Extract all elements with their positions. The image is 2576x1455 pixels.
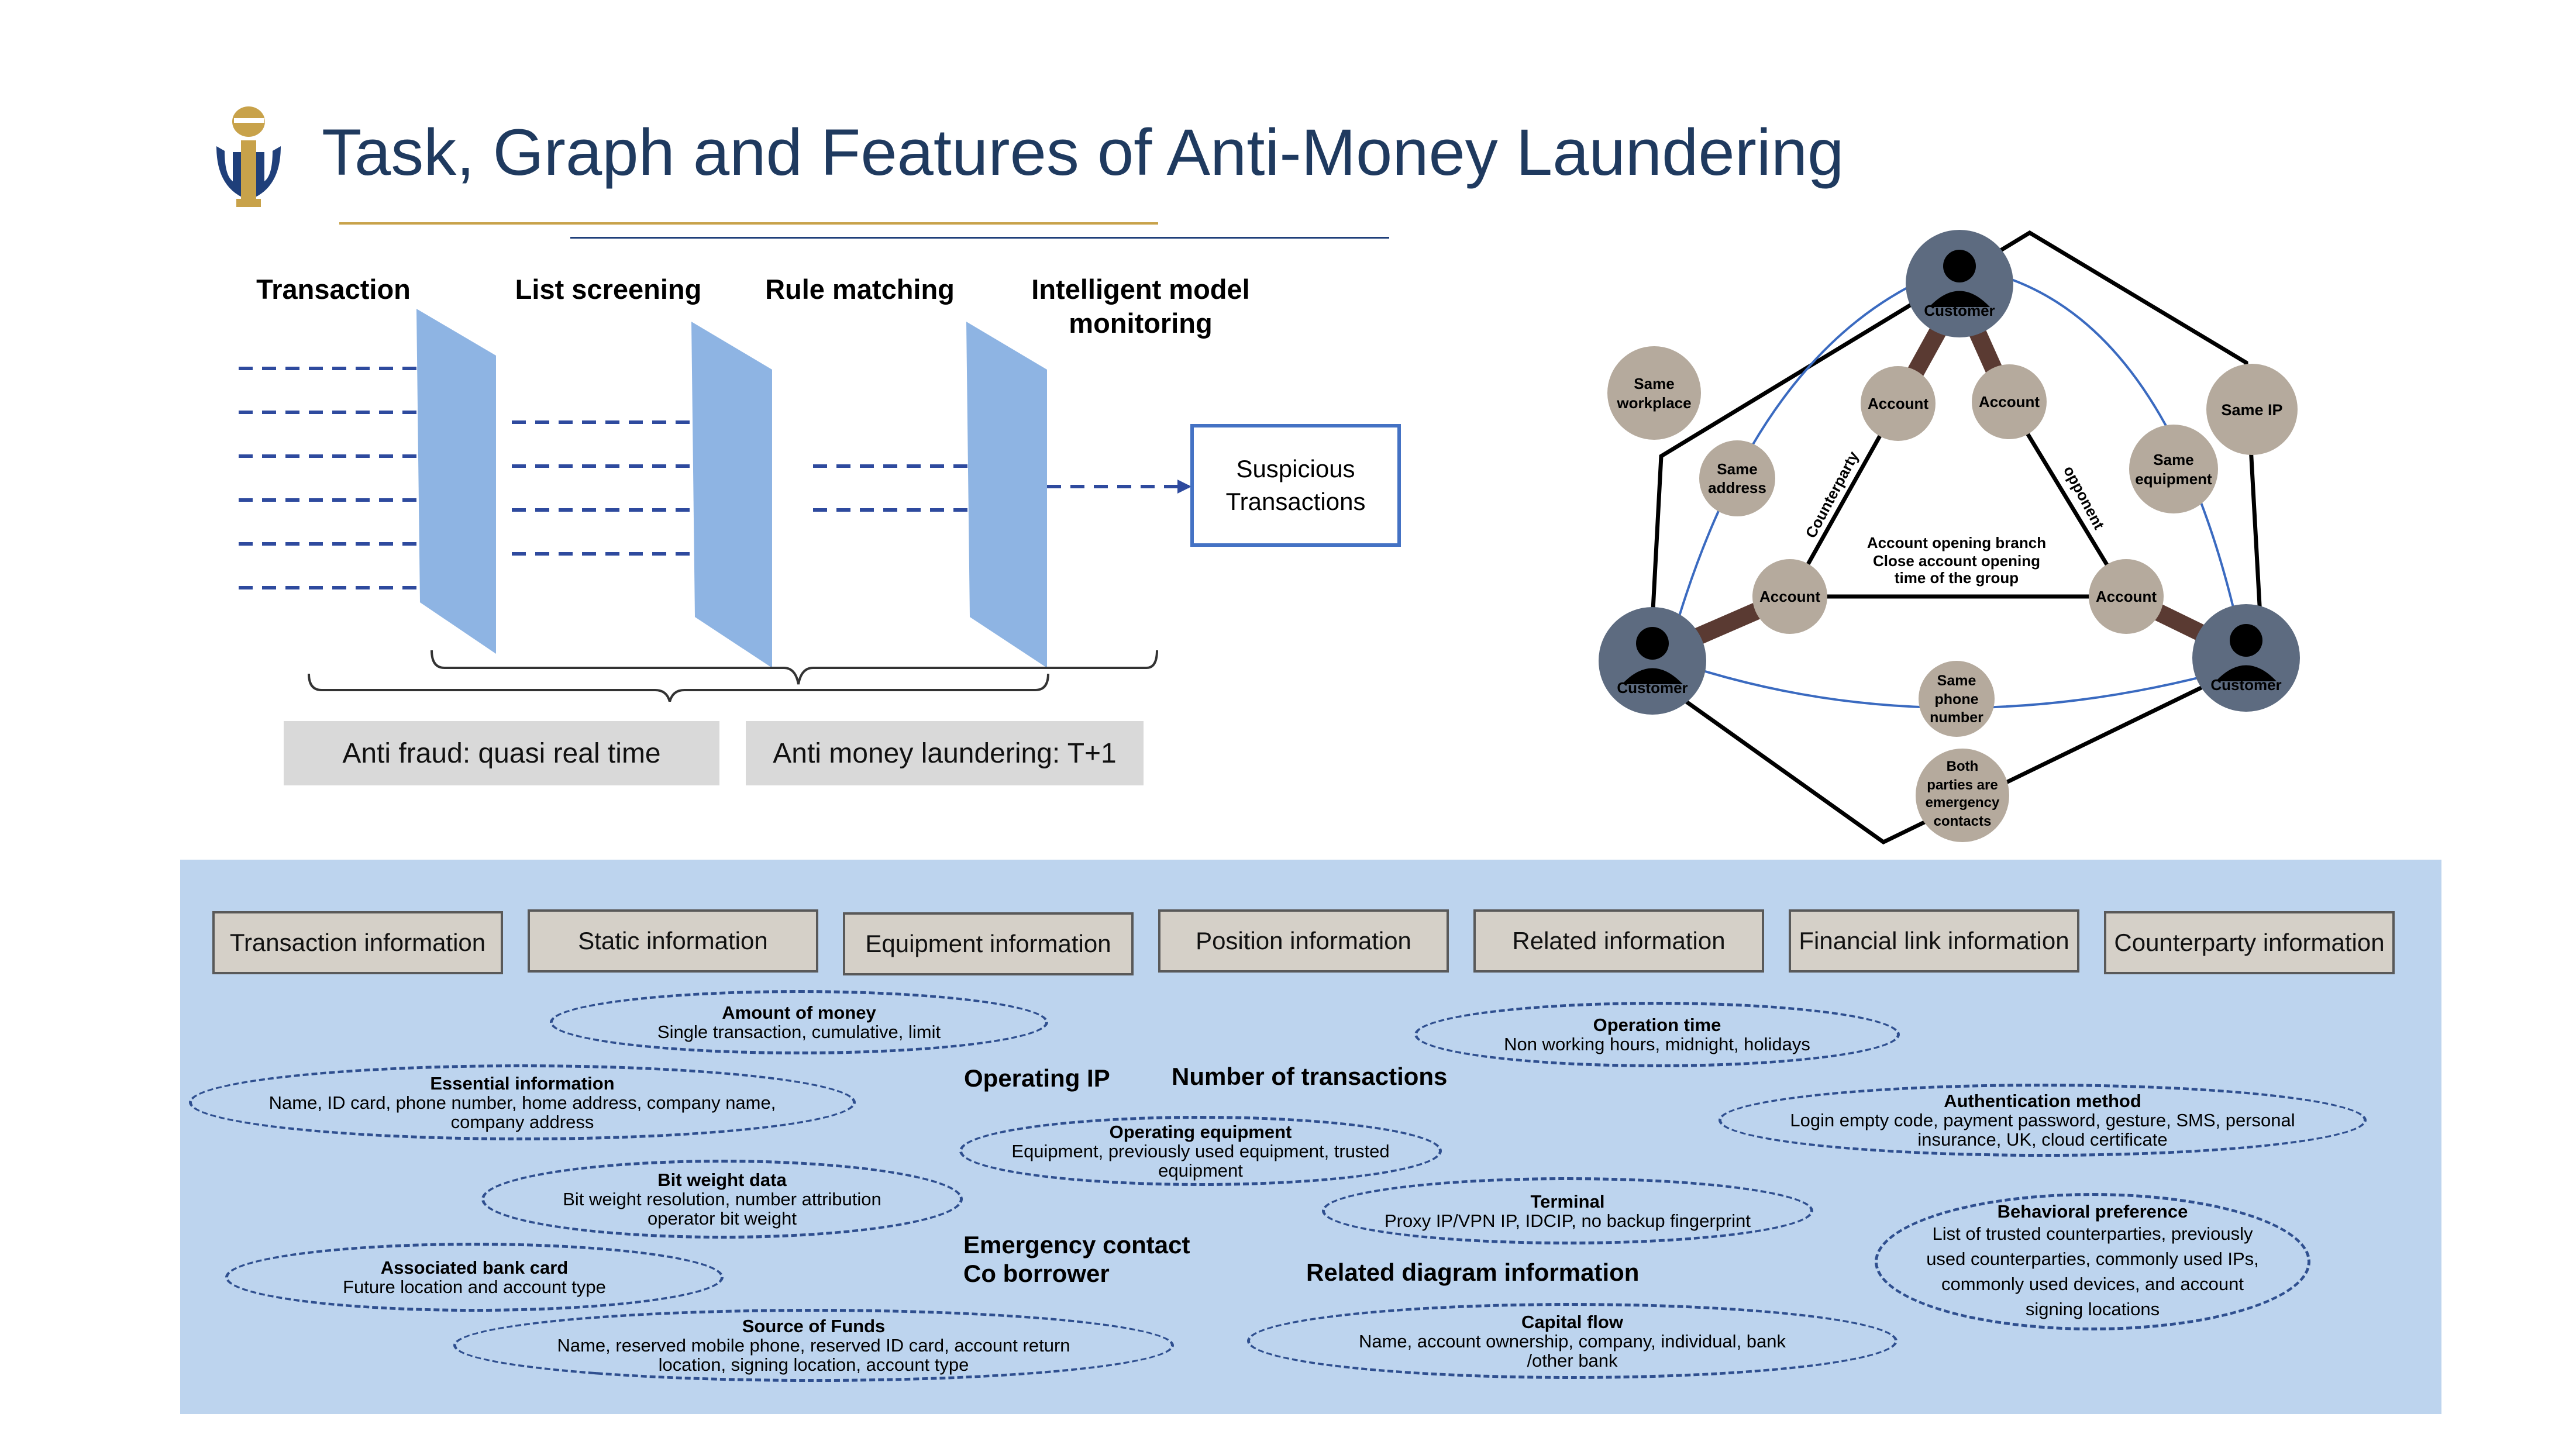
category-financial-link-information: Financial link information bbox=[1789, 909, 2079, 973]
emergency-contacts-node: Both parties are emergency contacts bbox=[1916, 749, 2009, 842]
brace-anti-fraud bbox=[308, 673, 1049, 702]
anti-money-laundering-latency: Anti money laundering: T+1 bbox=[746, 721, 1144, 785]
oval-amount-of-money: Amount of money Single transaction, cumu… bbox=[550, 990, 1048, 1054]
oval-source-of-funds: Source of Funds Name, reserved mobile ph… bbox=[453, 1309, 1174, 1382]
category-equipment-information: Equipment information bbox=[843, 912, 1134, 975]
same-address-node: Same address bbox=[1699, 440, 1775, 516]
emergency-contact-label: Emergency contact bbox=[963, 1231, 1190, 1259]
relationship-graph: Customer Customer Customer Account Accou… bbox=[1599, 230, 2300, 845]
outer-hexagon bbox=[1647, 230, 2265, 845]
svg-text:workplace: workplace bbox=[1616, 394, 1691, 412]
filter-list-screening bbox=[691, 322, 772, 668]
filter-rule-matching bbox=[966, 322, 1047, 668]
svg-text:Same IP: Same IP bbox=[2221, 401, 2282, 419]
category-transaction-information: Transaction information bbox=[212, 911, 503, 974]
stage-intelligent-line1: Intelligent model bbox=[1031, 274, 1250, 305]
customer-label-right: Customer bbox=[2210, 676, 2281, 694]
suspicious-transactions-box: Suspicious Transactions bbox=[1190, 424, 1401, 547]
svg-text:address: address bbox=[1708, 479, 1766, 497]
oval-bit-weight-data: Bit weight data Bit weight resolution, n… bbox=[481, 1160, 963, 1239]
title-underline-gold bbox=[339, 222, 1158, 225]
oval-operating-equipment: Operating equipment Equipment, previousl… bbox=[959, 1116, 1442, 1186]
svg-text:emergency: emergency bbox=[1926, 795, 2000, 811]
same-workplace-node: Same workplace bbox=[1607, 346, 1701, 440]
same-ip-node: Same IP bbox=[2206, 364, 2298, 455]
svg-text:equipment: equipment bbox=[2135, 470, 2212, 488]
stage-intelligent-line2: monitoring bbox=[1069, 308, 1213, 339]
anti-fraud-latency: Anti fraud: quasi real time bbox=[284, 721, 719, 785]
oval-associated-bank-card: Associated bank card Future location and… bbox=[225, 1243, 724, 1312]
customer-label-top: Customer bbox=[1924, 302, 1995, 319]
oval-capital-flow: Capital flow Name, account ownership, co… bbox=[1247, 1303, 1897, 1379]
oval-operation-time: Operation time Non working hours, midnig… bbox=[1414, 1002, 1900, 1067]
account-node-right: Account bbox=[2089, 559, 2164, 634]
svg-text:phone: phone bbox=[1935, 691, 1979, 708]
number-of-transactions-label: Number of transactions bbox=[1172, 1063, 1448, 1090]
svg-text:Same: Same bbox=[1634, 375, 1674, 392]
stage-transaction-label: Transaction bbox=[256, 274, 411, 305]
customer-node-top: Customer bbox=[1906, 230, 2013, 337]
transaction-input-arrows bbox=[239, 361, 444, 595]
suspicious-line2: Transactions bbox=[1225, 488, 1366, 515]
rule-matching-arrows bbox=[813, 459, 1000, 517]
account-node-left: Account bbox=[1752, 559, 1827, 634]
svg-text:parties are: parties are bbox=[1927, 777, 1998, 793]
svg-text:Account: Account bbox=[1759, 588, 1820, 605]
filter-transaction bbox=[416, 309, 496, 654]
list-screening-arrows bbox=[512, 415, 719, 561]
same-equipment-node: Same equipment bbox=[2129, 425, 2218, 513]
svg-text:Account: Account bbox=[1979, 393, 2040, 411]
category-counterparty-information: Counterparty information bbox=[2104, 911, 2395, 974]
brace-anti-money-laundering bbox=[431, 650, 1158, 685]
stage-intelligent-monitoring-label: Intelligent model monitoring bbox=[1006, 273, 1275, 340]
stage-rule-matching-label: Rule matching bbox=[765, 274, 955, 305]
center-line-3: time of the group bbox=[1895, 569, 2019, 587]
oval-essential-information: Essential information Name, ID card, pho… bbox=[189, 1064, 856, 1140]
co-borrower-label: Co borrower bbox=[963, 1260, 1110, 1287]
oval-authentication-method: Authentication method Login empty code, … bbox=[1719, 1084, 2367, 1157]
pipeline-diagram bbox=[239, 309, 1191, 702]
stage-list-screening-label: List screening bbox=[515, 274, 702, 305]
same-phone-number-node: Same phone number bbox=[1919, 661, 1995, 737]
account-node-top-right: Account bbox=[1972, 364, 2047, 439]
title-underline-blue bbox=[570, 237, 1389, 239]
center-line-2: Close account opening bbox=[1873, 552, 2040, 570]
university-logo-icon bbox=[211, 105, 292, 216]
svg-text:Same: Same bbox=[2153, 451, 2193, 468]
svg-text:Account: Account bbox=[2096, 588, 2157, 605]
svg-text:Account: Account bbox=[1868, 395, 1928, 412]
center-line-1: Account opening branch bbox=[1867, 534, 2046, 551]
oval-behavioral-preference: Behavioral preference List of trusted co… bbox=[1875, 1193, 2310, 1330]
svg-text:contacts: contacts bbox=[1934, 813, 1992, 829]
edge-label-counterparty: Counterparty bbox=[1802, 448, 1862, 541]
svg-text:Both: Both bbox=[1947, 758, 1979, 774]
customer-node-left: Customer bbox=[1599, 607, 1706, 715]
category-related-information: Related information bbox=[1473, 909, 1764, 973]
customer-node-right: Customer bbox=[2192, 604, 2300, 712]
customer-label-left: Customer bbox=[1617, 679, 1688, 697]
operating-ip-label: Operating IP bbox=[964, 1064, 1110, 1092]
category-static-information: Static information bbox=[528, 909, 818, 973]
oval-terminal: Terminal Proxy IP/VPN IP, IDCIP, no back… bbox=[1322, 1177, 1813, 1244]
svg-text:Same: Same bbox=[1937, 673, 1976, 689]
svg-text:Same: Same bbox=[1717, 460, 1757, 478]
page-title: Task, Graph and Features of Anti-Money L… bbox=[322, 116, 1844, 189]
account-node-top-left: Account bbox=[1861, 366, 1936, 441]
suspicious-line1: Suspicious bbox=[1236, 455, 1355, 482]
related-diagram-information-label: Related diagram information bbox=[1306, 1259, 1640, 1286]
category-position-information: Position information bbox=[1158, 909, 1449, 973]
svg-text:number: number bbox=[1930, 709, 1983, 726]
